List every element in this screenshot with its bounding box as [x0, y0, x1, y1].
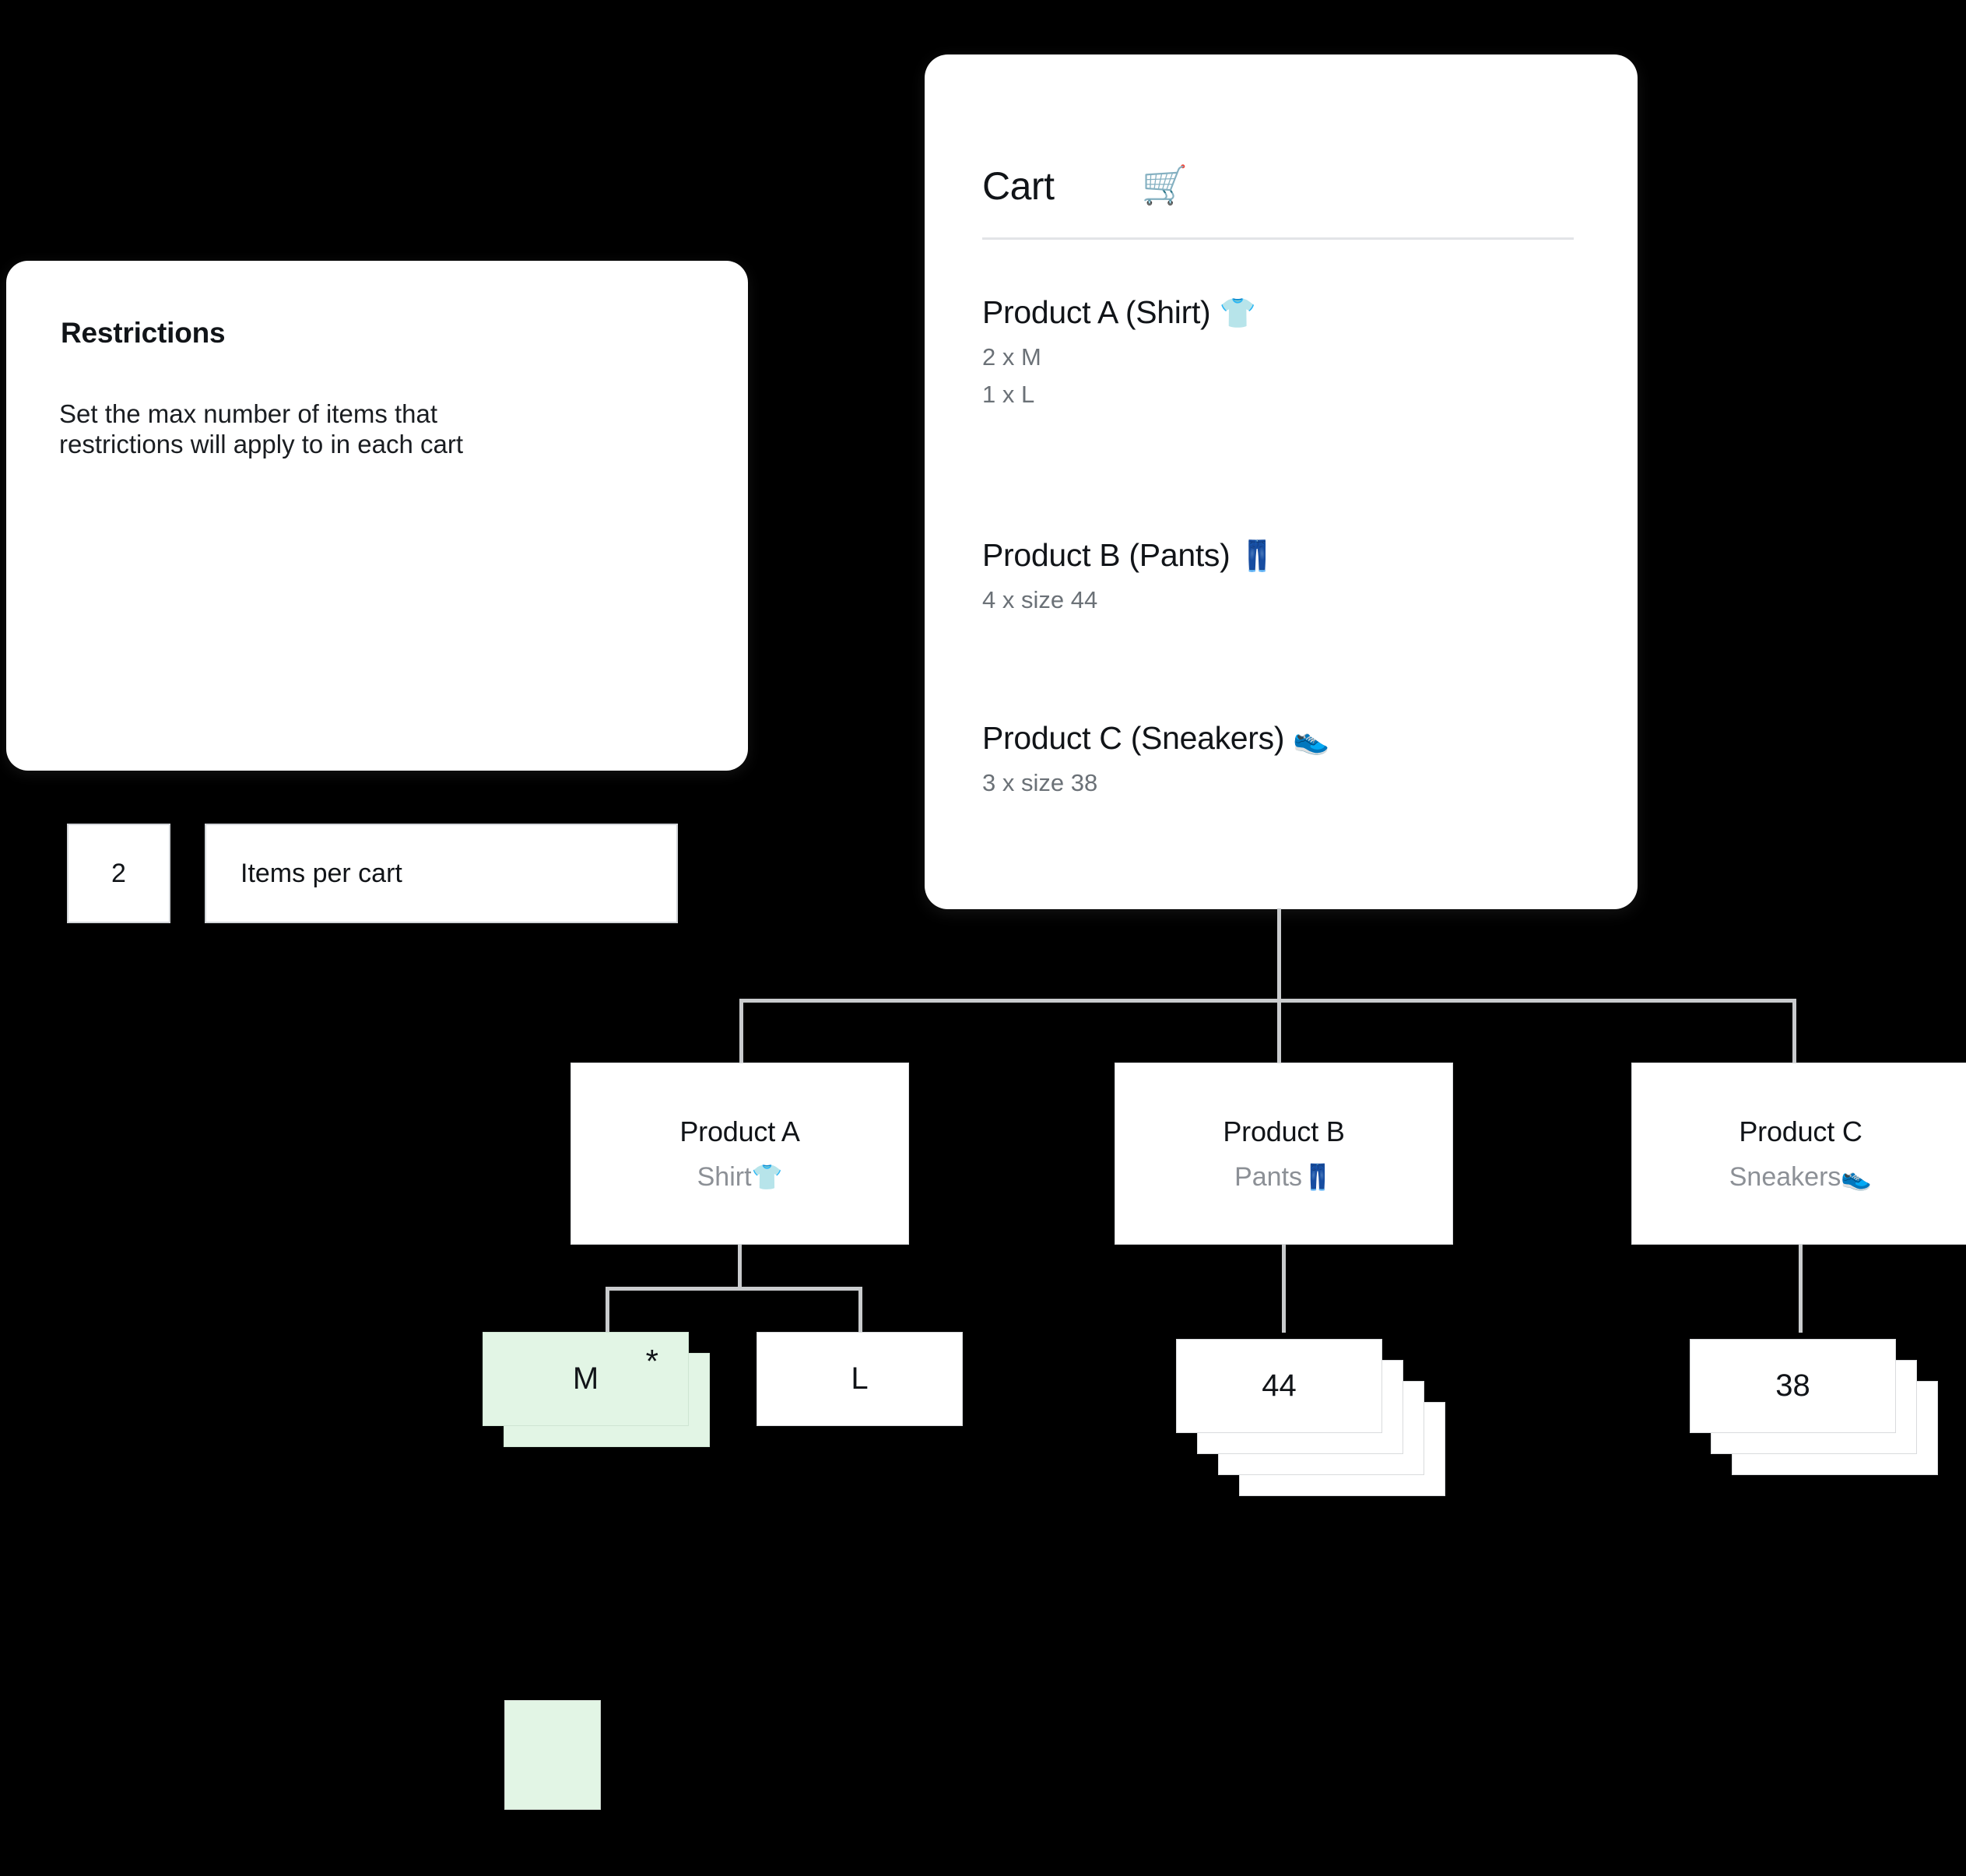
connector-bus-to-product-c	[1792, 999, 1796, 1064]
connector-product-a-horizontal	[606, 1287, 862, 1291]
shirt-icon: 👕	[751, 1162, 783, 1191]
tree-node-subtitle: Shirt👕	[697, 1162, 783, 1193]
restrictions-description-line1: Set the max number of items that	[59, 399, 438, 428]
cart-item-title-text: Product B (Pants)	[982, 537, 1231, 573]
restrictions-title: Restrictions	[61, 317, 226, 349]
cart-item-title-text: Product A (Shirt)	[982, 294, 1211, 330]
connector-bus-horizontal	[739, 999, 1796, 1003]
items-per-cart-select[interactable]: Items per cart	[205, 824, 678, 923]
cart-item-line: 2 x M	[982, 343, 1041, 371]
size-leaf-card-44[interactable]: 44	[1176, 1339, 1382, 1433]
tree-node-product-c[interactable]: Product C Sneakers👟	[1631, 1063, 1966, 1245]
tree-node-product-b[interactable]: Product B Pants👖	[1115, 1063, 1453, 1245]
connector-to-size-44	[1282, 1245, 1286, 1333]
cart-item-product-a: Product A (Shirt) 👕 2 x M 1 x L	[982, 294, 1256, 409]
cart-item-product-c: Product C (Sneakers) 👟 3 x size 38	[982, 720, 1330, 797]
tree-node-subtitle: Sneakers👟	[1729, 1162, 1872, 1193]
cart-item-line: 3 x size 38	[982, 769, 1098, 796]
shirt-icon: 👕	[1219, 297, 1256, 330]
size-leaf-label: 44	[1262, 1368, 1297, 1403]
connector-to-size-38	[1799, 1245, 1803, 1333]
sneaker-icon: 👟	[1841, 1162, 1873, 1191]
restriction-asterisk-marker: *	[645, 1343, 658, 1379]
tree-node-title: Product A	[679, 1115, 800, 1147]
connector-to-size-m	[606, 1287, 609, 1333]
size-leaf-label: L	[851, 1361, 869, 1396]
size-leaf-stack-l[interactable]: L	[757, 1332, 990, 1449]
size-leaf-stack-m[interactable]: M *	[483, 1332, 732, 1472]
cart-item-title-text: Product C (Sneakers)	[982, 720, 1285, 756]
size-leaf-stack-38[interactable]: 38	[1690, 1339, 1966, 1518]
tree-node-subtitle-text: Shirt	[697, 1161, 752, 1192]
cart-item-title: Product A (Shirt) 👕	[982, 294, 1256, 331]
cart-item-product-b: Product B (Pants) 👖 4 x size 44	[982, 537, 1276, 614]
legend-color-swatch	[504, 1700, 601, 1810]
cart-item-line: 4 x size 44	[982, 586, 1098, 613]
size-leaf-card-m[interactable]: M *	[483, 1332, 689, 1426]
connector-to-size-l	[858, 1287, 862, 1333]
cart-header: Cart 🛒	[982, 163, 1188, 209]
tree-node-subtitle-text: Pants	[1234, 1161, 1303, 1192]
restrictions-description-line2: restrictions will apply to in each cart	[59, 429, 464, 458]
tree-node-title: Product B	[1223, 1115, 1345, 1147]
tree-node-title: Product C	[1739, 1115, 1862, 1147]
sneaker-icon: 👟	[1293, 723, 1330, 756]
cart-divider	[982, 237, 1574, 240]
connector-bus-to-product-b	[1277, 999, 1281, 1064]
size-leaf-card-l[interactable]: L	[757, 1332, 963, 1426]
max-items-input[interactable]: 2	[67, 824, 170, 923]
size-leaf-label: M	[572, 1361, 599, 1396]
cart-title: Cart	[982, 164, 1055, 208]
size-leaf-card-38[interactable]: 38	[1690, 1339, 1896, 1433]
cart-item-title: Product C (Sneakers) 👟	[982, 720, 1330, 757]
cart-card: Cart 🛒 Product A (Shirt) 👕 2 x M 1 x L P…	[925, 54, 1638, 909]
size-leaf-label: 38	[1775, 1368, 1810, 1403]
shopping-cart-icon: 🛒	[1141, 165, 1188, 206]
pants-icon: 👖	[1302, 1162, 1333, 1191]
connector-product-a-stem	[738, 1245, 742, 1289]
pants-icon: 👖	[1238, 540, 1276, 573]
connector-bus-to-product-a	[739, 999, 743, 1064]
cart-item-line: 1 x L	[982, 381, 1035, 408]
tree-node-subtitle: Pants👖	[1234, 1162, 1333, 1193]
cart-item-title: Product B (Pants) 👖	[982, 537, 1276, 574]
tree-node-subtitle-text: Sneakers	[1729, 1161, 1841, 1192]
restrictions-description: Set the max number of items that restric…	[59, 399, 682, 460]
size-leaf-stack-44[interactable]: 44	[1176, 1339, 1487, 1533]
tree-node-product-a[interactable]: Product A Shirt👕	[570, 1063, 909, 1245]
connector-cart-to-bus	[1277, 908, 1281, 1002]
restrictions-panel: Restrictions Set the max number of items…	[6, 261, 748, 923]
